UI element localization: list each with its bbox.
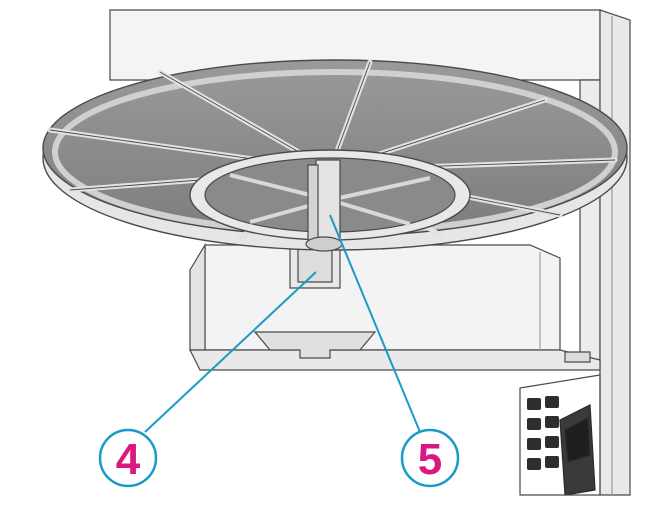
leader-lines (144, 214, 421, 433)
callout-5-label: 5 (418, 435, 442, 484)
leader-line-5 (329, 214, 421, 433)
rocker-switch-icon (519, 374, 601, 496)
callout-5: 5 (400, 428, 460, 488)
leader-line-4 (144, 271, 317, 433)
center-post-icon (305, 159, 343, 252)
callout-4-label: 4 (116, 435, 141, 484)
base-block (189, 242, 601, 371)
callout-4: 4 (98, 428, 158, 488)
vent-grille-icon (527, 396, 559, 470)
